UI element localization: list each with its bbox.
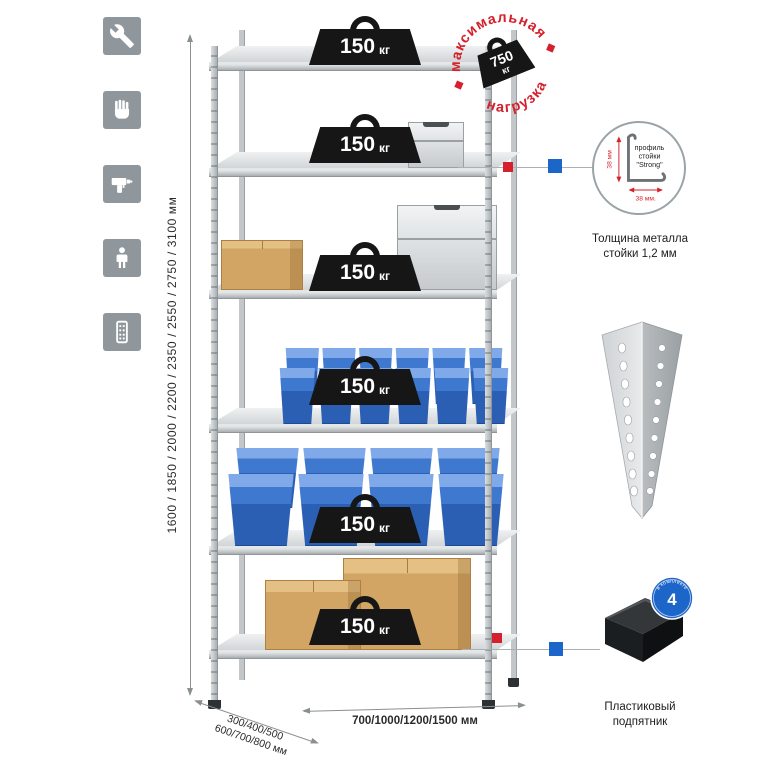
angle-post-image bbox=[590, 318, 694, 524]
plastic-bin bbox=[228, 474, 294, 546]
weight-unit: кг bbox=[379, 383, 391, 397]
depth-dimension-text: 300/400/500 600/700/800 мм bbox=[213, 710, 293, 758]
height-dimension-text: 1600 / 1850 / 2000 / 2200 / 2350 / 2550 … bbox=[165, 196, 179, 534]
post-foot bbox=[482, 700, 495, 709]
included-count-badge: в комплекте 4 bbox=[650, 576, 694, 620]
profile-label-2: стойки bbox=[639, 152, 661, 160]
foot-caption-line2: подпятник bbox=[612, 715, 668, 728]
plastic-bin bbox=[438, 474, 504, 546]
arrowhead-up bbox=[187, 34, 193, 42]
cardboard-box bbox=[221, 240, 303, 290]
height-dimension-line bbox=[187, 34, 193, 696]
arrowhead-left bbox=[301, 707, 311, 714]
profile-label-1: профиль bbox=[635, 144, 665, 152]
weight-unit: кг bbox=[379, 269, 391, 283]
profile-caption-line1: Толщина металла bbox=[591, 233, 689, 245]
weight-value: 150 bbox=[339, 513, 376, 536]
plastic-bin bbox=[434, 368, 470, 424]
weight-unit: кг bbox=[379, 521, 391, 535]
weight-unit: кг bbox=[379, 43, 391, 57]
arrowhead-right bbox=[517, 702, 527, 709]
weight-handle bbox=[350, 356, 380, 371]
stamp-diamond-left bbox=[454, 80, 464, 90]
weight-handle bbox=[350, 114, 380, 129]
weight-handle bbox=[350, 596, 380, 611]
detail-marker-red bbox=[492, 633, 502, 643]
shelf-edge-1 bbox=[209, 62, 497, 71]
front-left-post bbox=[211, 46, 218, 704]
weight-handle bbox=[350, 16, 380, 31]
detail-marker-red bbox=[503, 162, 513, 172]
profile-caption-line2: стойки 1,2 мм bbox=[603, 247, 677, 260]
front-right-post bbox=[485, 46, 492, 704]
foot-caption: Пластиковый подпятник bbox=[578, 700, 702, 730]
post-foot bbox=[508, 678, 519, 687]
back-right-post bbox=[511, 30, 517, 680]
angle-post-drawing bbox=[601, 321, 683, 520]
shelf-edge-6 bbox=[209, 650, 497, 659]
badge-number: 4 bbox=[667, 590, 677, 609]
callout-line-foot bbox=[462, 649, 600, 650]
badge-drawing: в комплекте 4 bbox=[650, 576, 694, 620]
weight-value: 150 bbox=[339, 375, 376, 398]
back-left-post bbox=[239, 30, 245, 680]
shelf-edge-4 bbox=[209, 424, 497, 433]
rack-post-glyph bbox=[116, 320, 128, 344]
person-glyph bbox=[116, 247, 128, 268]
weight-value: 150 bbox=[339, 615, 376, 638]
rack-post-icon bbox=[103, 313, 141, 351]
weight-handle bbox=[350, 494, 380, 509]
shelf-edge-3 bbox=[209, 290, 497, 299]
wrench-glyph bbox=[110, 24, 134, 48]
callout-line-profile bbox=[458, 167, 594, 168]
weight-value: 150 bbox=[339, 133, 376, 156]
weight-unit: кг bbox=[379, 623, 391, 637]
shelf-edge-5 bbox=[209, 546, 497, 555]
person-icon bbox=[103, 239, 141, 277]
arrowhead-right bbox=[310, 737, 320, 747]
profile-dim-vertical: 38 мм bbox=[607, 150, 614, 169]
foot-caption-line1: Пластиковый bbox=[604, 701, 676, 713]
drill-icon bbox=[103, 165, 141, 203]
weight-handle bbox=[350, 242, 380, 257]
glove-icon bbox=[103, 91, 141, 129]
weight-value: 150 bbox=[339, 261, 376, 284]
profile-label-3: "Strong" bbox=[636, 161, 663, 169]
width-dimension-label: 700/1000/1200/1500 мм bbox=[352, 715, 478, 727]
profile-dim-horizontal: 38 мм. bbox=[636, 196, 656, 203]
profile-caption: Толщина металла стойки 1,2 мм bbox=[578, 232, 702, 262]
stamp-diamond-right bbox=[546, 43, 556, 53]
wrench-icon bbox=[103, 17, 141, 55]
max-load-unit: кг bbox=[500, 63, 512, 76]
max-load-stamp: максимальная нагрузка 750 кг bbox=[426, 0, 585, 146]
shelf-edge-2 bbox=[209, 168, 497, 177]
arrowhead-left bbox=[193, 697, 203, 706]
glove-glyph bbox=[114, 99, 130, 119]
drill-glyph bbox=[111, 178, 133, 193]
arrowhead-down bbox=[187, 688, 193, 696]
weight-value: 150 bbox=[339, 35, 376, 58]
detail-marker-blue bbox=[549, 642, 563, 656]
profile-detail-circle: 38 мм 38 мм. профиль стойки "Strong" bbox=[592, 121, 686, 215]
weight-unit: кг bbox=[379, 141, 391, 155]
post-foot bbox=[208, 700, 221, 709]
detail-marker-blue bbox=[548, 159, 562, 173]
plastic-bin bbox=[279, 368, 315, 424]
profile-drawing: 38 мм 38 мм. профиль стойки "Strong" bbox=[607, 133, 667, 203]
